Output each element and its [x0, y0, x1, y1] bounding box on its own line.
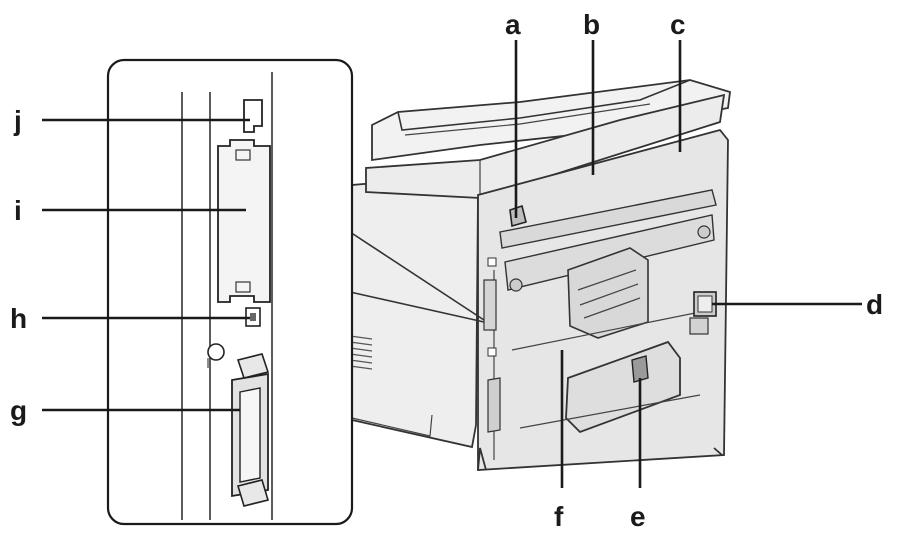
parallel-interface-connector	[231, 353, 270, 507]
output-tray	[397, 79, 691, 131]
duplex-unit	[565, 340, 681, 434]
ground-screw	[207, 343, 225, 361]
network-interface-port	[243, 99, 263, 133]
callout-i: i	[14, 195, 22, 226]
callout-labels: a b c d e f g h i j	[10, 9, 883, 532]
side-vent	[349, 335, 373, 370]
leader-lines	[42, 40, 862, 488]
callout-c: c	[670, 9, 686, 40]
callout-a: a	[505, 9, 521, 40]
callout-e: e	[630, 501, 646, 532]
rear-cover-lever	[509, 204, 527, 228]
callout-b: b	[583, 9, 600, 40]
printer-side-panel	[349, 174, 479, 449]
duplex-unit-lever	[631, 355, 649, 383]
small-parallel-port	[487, 377, 501, 433]
interface-card-slot-cover	[217, 139, 271, 303]
top-rear-unit	[365, 93, 726, 199]
callout-f: f	[554, 501, 564, 532]
zoom-connector	[349, 231, 485, 323]
callout-g: g	[10, 395, 27, 426]
rear-top-strip	[499, 189, 717, 249]
rear-unit-band	[504, 214, 715, 291]
callout-h: h	[10, 303, 27, 334]
printer-body	[349, 79, 731, 471]
inset-panel	[106, 58, 354, 526]
callout-d: d	[866, 289, 883, 320]
interface-slot-cover	[483, 279, 497, 331]
callout-j: j	[13, 105, 22, 136]
